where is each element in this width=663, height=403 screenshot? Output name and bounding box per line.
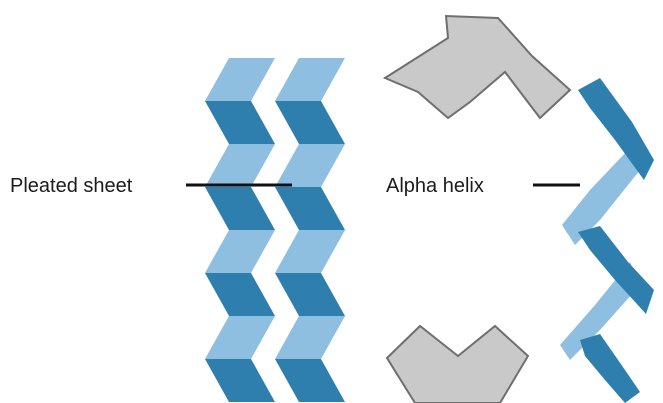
sheet-strand-1-segment [205,273,275,316]
sheet-strand-2-segment [275,273,345,316]
sheet-strand-1-segment [205,187,275,230]
top-gray-chevron-arrow [382,14,572,120]
sheet-strand-2-segment [275,101,345,144]
helix-front-segment [578,226,654,314]
sheet-strand-1-segment [205,230,275,273]
sheet-strand-1-segment [205,359,275,402]
sheet-strand-2-segment [275,187,345,230]
alpha-helix-label: Alpha helix [386,175,484,197]
gray-arrows [382,14,572,403]
helix-front-segment [580,334,640,403]
pleated-sheet-label: Pleated sheet [10,175,133,197]
sheet-strand-1-segment [205,101,275,144]
sheet-strand-1-segment [205,316,275,359]
alpha-helix-structure [560,78,654,403]
sheet-strand-1-segment [205,58,275,101]
pleated-sheet-structure [205,58,345,402]
sheet-strand-2-segment [275,58,345,101]
sheet-strand-1-segment [205,144,275,187]
sheet-strand-2-segment [275,144,345,187]
sheet-strand-2-segment [275,230,345,273]
helix-back-segment [562,150,640,245]
bottom-gray-chevron-arrow [385,324,530,403]
helix-front-segment [578,78,654,180]
sheet-strand-2-segment [275,359,345,402]
sheet-strand-2-segment [275,316,345,359]
helix-back-segment [560,262,640,360]
